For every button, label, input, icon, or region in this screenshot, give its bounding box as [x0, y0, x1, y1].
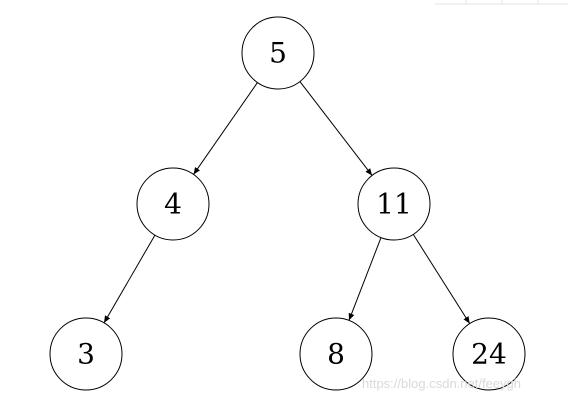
node-label: 4 — [164, 188, 182, 221]
edge-5-to-4 — [193, 82, 258, 175]
watermark-text: https://blog.csdn.net/feeygh — [362, 376, 521, 391]
node-circle — [49, 317, 123, 391]
node-circle — [136, 167, 210, 241]
edge-5-to-11 — [299, 81, 373, 176]
node-circle — [452, 317, 526, 391]
node-circle — [299, 317, 373, 391]
tree-node-8: 8 — [299, 317, 373, 391]
node-label: 11 — [376, 188, 412, 221]
tree-node-4: 4 — [136, 167, 210, 241]
edge-4-to-3 — [103, 234, 156, 324]
tree-node-24: 24 — [452, 317, 526, 391]
node-label: 24 — [471, 338, 507, 371]
tree-node-3: 3 — [49, 317, 123, 391]
node-label: 3 — [77, 338, 95, 371]
tree-node-11: 11 — [357, 167, 431, 241]
nodes-layer: 5 4 11 3 8 24 — [49, 16, 526, 391]
node-label: 5 — [269, 37, 287, 70]
node-circle — [357, 167, 431, 241]
node-label: 8 — [327, 338, 345, 371]
edge-11-to-24 — [412, 234, 471, 324]
edge-11-to-8 — [348, 237, 382, 321]
node-circle — [241, 16, 315, 90]
corner-frame — [435, 0, 568, 5]
edges-layer — [103, 81, 471, 324]
tree-node-5: 5 — [241, 16, 315, 90]
